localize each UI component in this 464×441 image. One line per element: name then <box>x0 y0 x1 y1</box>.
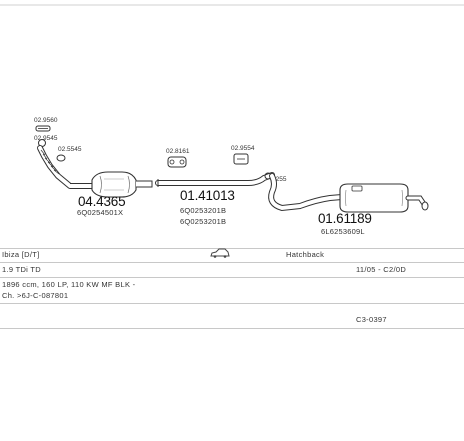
row-divider <box>0 262 464 263</box>
catalyst-oem: 6Q0254501X <box>77 208 123 217</box>
info-row-spec: 1896 ccm, 160 LP, 110 KW MF BLK - <box>0 279 464 292</box>
ref-code-text: C3-0397 <box>356 315 387 324</box>
row-divider <box>0 248 464 249</box>
front-pipe-flex-part <box>37 145 92 189</box>
top-clamp-label: 02.9554 <box>231 145 255 152</box>
model-text: Ibiza [D/T] <box>2 250 40 259</box>
catalyst-number: 04.4365 <box>78 194 125 209</box>
middle-pipe-part <box>155 172 275 187</box>
engine-text: 1.9 TDi TD <box>2 265 41 274</box>
rear-silencer-number: 01.61189 <box>318 211 372 226</box>
info-row-chassis: Ch. >6J-C-087801 <box>0 290 464 303</box>
rear-pipe-part <box>268 173 345 212</box>
rear-silencer-part <box>339 183 429 213</box>
row-divider <box>0 277 464 278</box>
front-pipe-clamp-label: 02.9545 <box>34 135 58 142</box>
catalyst-part <box>91 171 153 198</box>
front-pipe-gasket-label: 02.9560 <box>34 117 58 124</box>
small-clamp-label: 0255 <box>272 176 287 183</box>
front-pipe-ring-part <box>56 154 66 162</box>
row-divider <box>0 328 464 329</box>
middle-pipe-number: 01.41013 <box>180 188 235 203</box>
body-type-text: Hatchback <box>286 250 325 259</box>
car-icon <box>210 248 230 260</box>
info-row-engine: 1.9 TDi TD 11/05 - C2/0D <box>0 264 464 277</box>
middle-mount-label: 02.8161 <box>166 148 190 155</box>
middle-pipe-oem-1: 6Q0253201B <box>180 206 226 215</box>
middle-pipe-oem-2: 6Q0253201B <box>180 217 226 226</box>
engine-spec-text: 1896 ccm, 160 LP, 110 KW MF BLK - <box>2 280 136 289</box>
rear-silencer-oem: 6L6253609L <box>321 227 365 236</box>
front-pipe-ring-label: 02.5545 <box>58 146 82 153</box>
info-row-model: Ibiza [D/T] Hatchback <box>0 248 464 262</box>
middle-mount-part <box>167 156 187 168</box>
row-divider <box>0 303 464 304</box>
chassis-text: Ch. >6J-C-087801 <box>2 291 69 300</box>
front-pipe-gasket-part <box>35 125 51 132</box>
top-clamp-part <box>233 153 249 165</box>
date-range-text: 11/05 - C2/0D <box>356 265 407 274</box>
info-row-ref: C3-0397 <box>0 314 464 327</box>
